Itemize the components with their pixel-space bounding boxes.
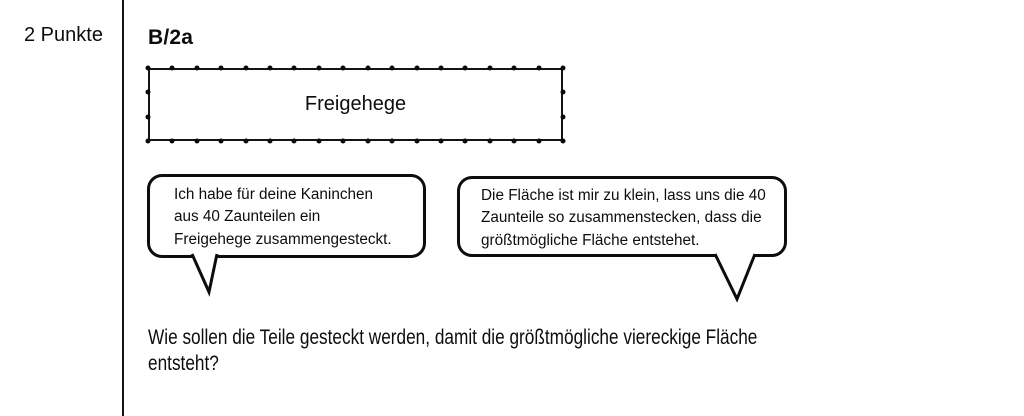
fence-post-dot [267, 138, 273, 144]
speech-bubble-right-line: Zaunteile so zusammenstecken, dass die [481, 209, 762, 227]
fence-post-dot [218, 65, 224, 71]
fence-post-dot [560, 138, 566, 144]
fence-post-dot [145, 65, 151, 71]
fence-post-dot [365, 65, 371, 71]
fence-post-dot [194, 138, 200, 144]
fence-post-dot [487, 65, 493, 71]
fence-post-dot [536, 65, 542, 71]
fence-post-dot [267, 65, 273, 71]
fence-post-dot [414, 138, 420, 144]
fence-post-dot [414, 65, 420, 71]
fence-post-dot [291, 138, 297, 144]
fence-post-dot [438, 65, 444, 71]
fence-post-dot [169, 65, 175, 71]
fence-post-dot [145, 89, 151, 95]
question-line: entsteht? [148, 352, 219, 375]
fence-post-dot [560, 114, 566, 120]
fence-post-dot [243, 138, 249, 144]
fence-post-dot [462, 65, 468, 71]
task-heading: B/2a [148, 26, 194, 49]
fence-post-dot [243, 65, 249, 71]
fence-post-dot [438, 138, 444, 144]
fence-post-dot [487, 138, 493, 144]
fence-post-dot [340, 138, 346, 144]
speech-bubble-right-tail [713, 253, 757, 303]
question-line: Wie sollen die Teile gesteckt werden, da… [148, 326, 758, 349]
speech-bubble-right-line: größtmögliche Fläche entstehet. [481, 231, 700, 249]
fence-post-dot [316, 65, 322, 71]
fence-post-dot [511, 138, 517, 144]
fence-post-dot [462, 138, 468, 144]
fence-post-dot [145, 114, 151, 120]
points-label: 2 Punkte [24, 24, 103, 46]
speech-bubble-left-line: Freigehege zusammengesteckt. [174, 230, 392, 248]
speech-bubble-left-line: aus 40 Zaunteilen ein [174, 208, 321, 226]
speech-bubble-right-line: Die Fläche ist mir zu klein, lass uns di… [481, 187, 766, 204]
fence-post-dot [389, 138, 395, 144]
fence-rectangle: Freigehege [145, 65, 566, 144]
fence-outline [148, 68, 563, 141]
question-text: Wie sollen die Teile gesteckt werden, da… [148, 325, 757, 377]
fence-post-dot [194, 65, 200, 71]
fence-post-dot [145, 138, 151, 144]
divider-line [122, 0, 124, 416]
speech-bubble-right: Die Fläche ist mir zu klein, lass uns di… [457, 176, 787, 257]
fence-post-dot [218, 138, 224, 144]
fence-post-dot [511, 65, 517, 71]
fence-post-dot [389, 65, 395, 71]
fence-post-dot [169, 138, 175, 144]
speech-bubble-left: Ich habe für deine Kaninchen aus 40 Zaun… [147, 174, 426, 258]
fence-post-dot [560, 89, 566, 95]
fence-post-dot [560, 65, 566, 71]
speech-bubble-left-tail [190, 253, 219, 297]
fence-post-dot [340, 65, 346, 71]
speech-bubble-left-line: Ich habe für deine Kaninchen [174, 186, 374, 203]
fence-label: Freigehege [304, 93, 407, 115]
fence-post-dot [291, 65, 297, 71]
fence-post-dot [365, 138, 371, 144]
fence-post-dot [536, 138, 542, 144]
fence-post-dot [316, 138, 322, 144]
